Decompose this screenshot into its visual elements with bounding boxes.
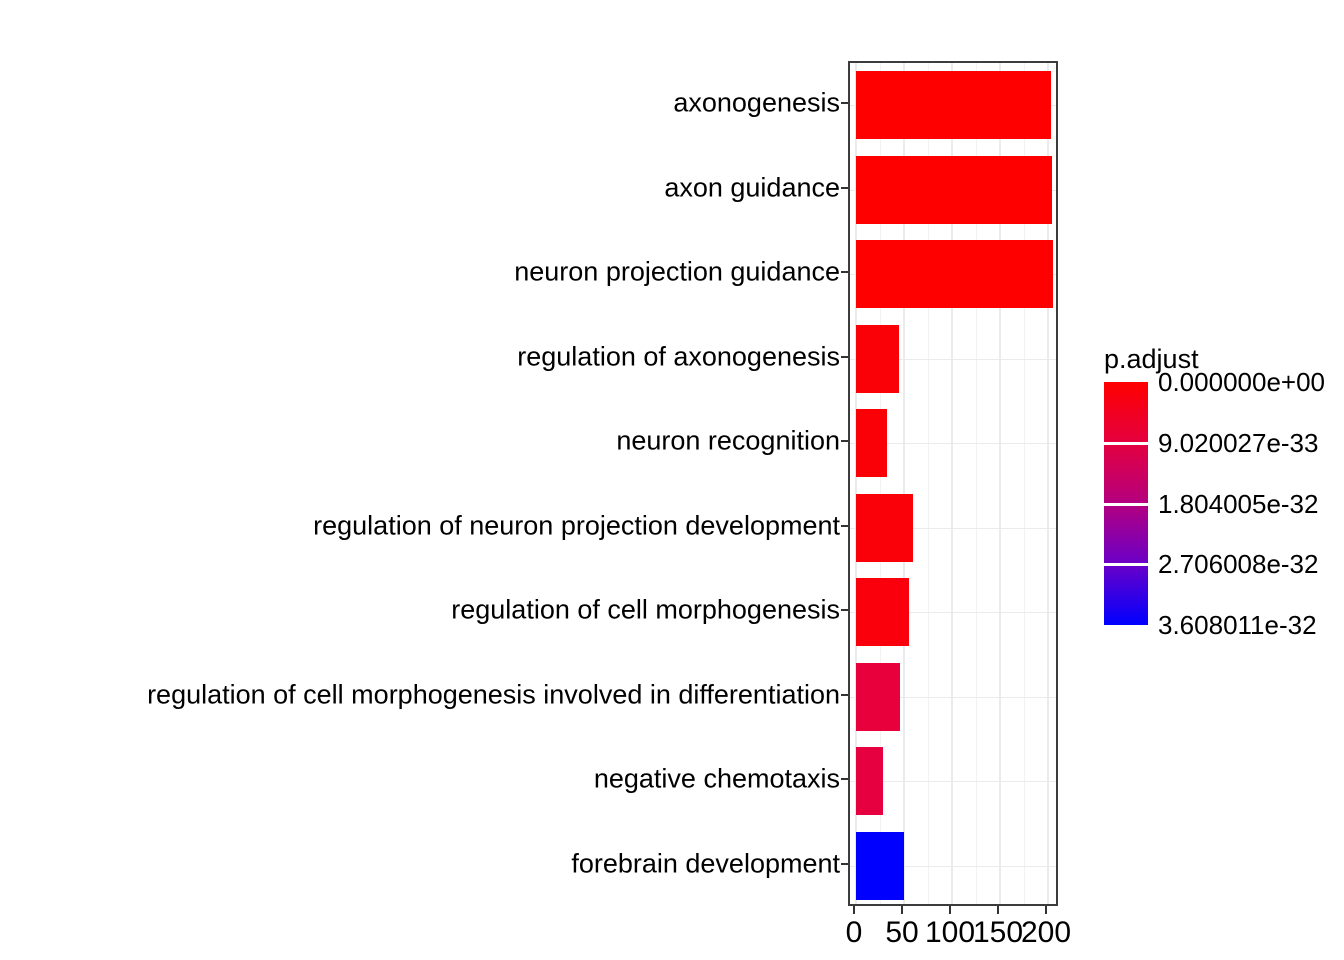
y-axis-tick-mark	[841, 524, 848, 527]
x-axis-tick-label: 200	[1020, 916, 1072, 949]
legend-tick-mark	[1104, 441, 1148, 445]
x-axis-tick-label: 50	[885, 916, 919, 949]
x-axis-tick-label: 100	[924, 916, 976, 949]
gridline-horizontal	[850, 697, 1056, 698]
gridline-horizontal	[850, 612, 1056, 613]
gridline-minor	[928, 63, 929, 904]
y-axis-tick-label: regulation of cell morphogenesis	[451, 594, 840, 625]
y-axis-tick-mark	[841, 355, 848, 358]
bar[interactable]	[856, 747, 883, 816]
bar[interactable]	[856, 831, 904, 900]
gridline-major	[1047, 63, 1049, 904]
gridline-horizontal	[850, 443, 1056, 444]
y-axis-tick-label: negative chemotaxis	[593, 763, 840, 794]
y-axis-tick-label: forebrain development	[571, 848, 840, 879]
x-axis-tick-mark	[949, 906, 951, 914]
legend-tick-label: 0.000000e+00	[1158, 367, 1326, 397]
legend-tick-mark	[1104, 563, 1148, 567]
x-axis-tick-mark	[853, 906, 855, 914]
y-axis-tick-mark	[841, 778, 848, 781]
bar[interactable]	[856, 240, 1053, 309]
bar[interactable]	[856, 493, 913, 562]
y-axis-tick-label: axonogenesis	[673, 87, 840, 118]
y-axis-tick-mark	[841, 102, 848, 105]
y-axis-tick-label: neuron recognition	[616, 425, 840, 456]
gridline-major	[855, 63, 857, 904]
gridline-minor	[1024, 63, 1025, 904]
gridline-major	[951, 63, 953, 904]
y-axis-tick-mark	[841, 186, 848, 189]
gridline-horizontal	[850, 528, 1056, 529]
y-axis-tick-label: regulation of axonogenesis	[517, 341, 840, 372]
bar[interactable]	[856, 155, 1052, 224]
gridline-minor	[880, 63, 881, 904]
y-axis-tick-mark	[841, 609, 848, 612]
y-axis-tick-mark	[841, 693, 848, 696]
bar[interactable]	[856, 71, 1051, 140]
bar[interactable]	[856, 409, 887, 478]
legend-tick-label: 3.608011e-32	[1158, 610, 1317, 640]
x-axis-tick-mark	[997, 906, 999, 914]
gridline-horizontal	[850, 866, 1056, 867]
x-axis-tick-label: 0	[845, 916, 863, 949]
legend-title: p.adjust	[1104, 344, 1199, 374]
y-axis-tick-label: regulation of neuron projection developm…	[313, 510, 840, 541]
x-axis-tick-mark	[901, 906, 903, 914]
gridline-minor	[976, 63, 977, 904]
gridline-horizontal	[850, 359, 1056, 360]
legend-tick-mark	[1104, 502, 1148, 506]
bar[interactable]	[856, 324, 900, 393]
legend-tick-label: 2.706008e-32	[1158, 549, 1319, 580]
y-axis-tick-mark	[841, 440, 848, 443]
y-axis-tick-label: neuron projection guidance	[514, 256, 840, 287]
plot-panel	[848, 61, 1058, 906]
legend-tick-label: 9.020027e-33	[1158, 427, 1319, 458]
y-axis-tick-mark	[841, 271, 848, 274]
bar[interactable]	[856, 578, 909, 647]
y-axis-tick-label: axon guidance	[664, 172, 840, 203]
gridline-major	[999, 63, 1001, 904]
x-axis-tick-label: 150	[972, 916, 1024, 949]
legend-p-adjust: p.adjust 0.000000e+00 9.020027e-33 1.80400…	[1100, 344, 1344, 644]
y-axis: axonogenesis axon guidance neuron projecti…	[0, 61, 848, 906]
gridline-horizontal	[850, 781, 1056, 782]
gridline-major	[903, 63, 905, 904]
legend-tick-label: 1.804005e-32	[1158, 488, 1319, 519]
bar[interactable]	[856, 662, 901, 731]
y-axis-tick-mark	[841, 862, 848, 865]
y-axis-tick-label: regulation of cell morphogenesis involve…	[147, 679, 840, 710]
x-axis-tick-mark	[1045, 906, 1047, 914]
